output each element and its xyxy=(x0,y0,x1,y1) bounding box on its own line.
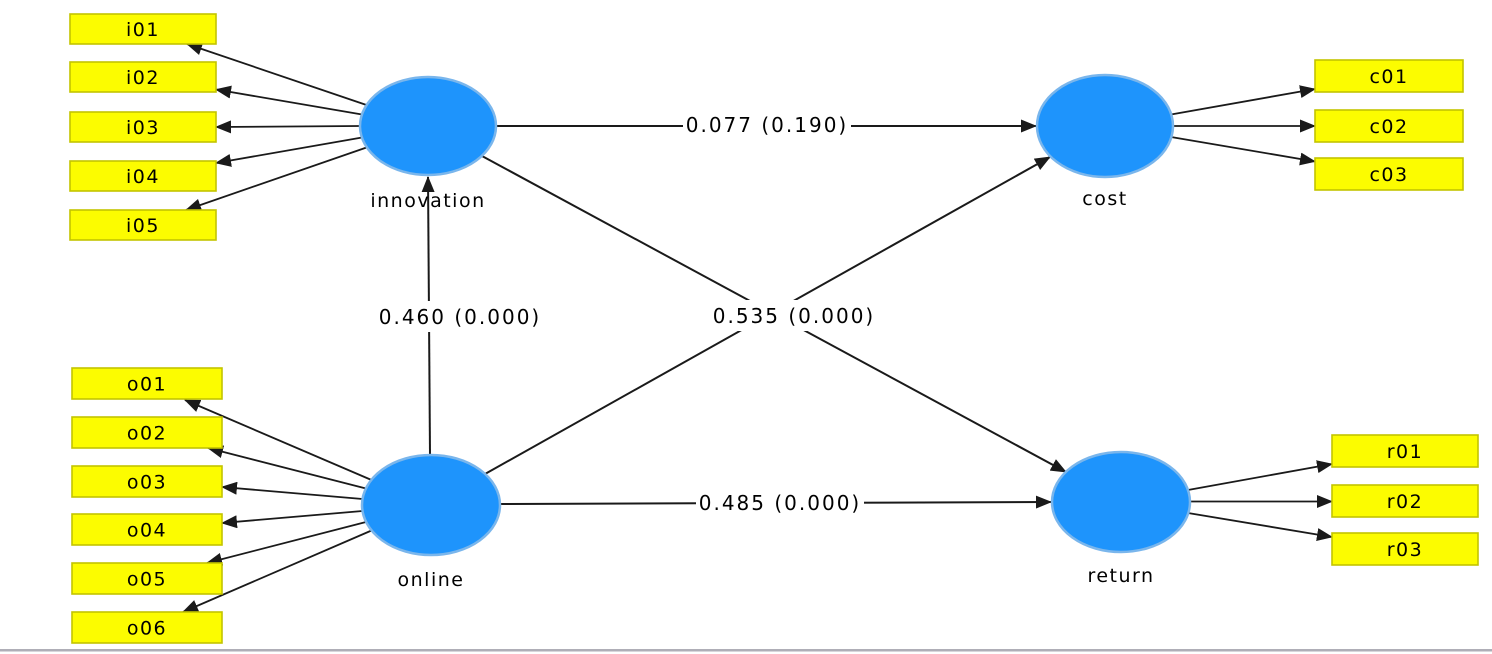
path-label-online-return[interactable]: 0.485 (0.000) xyxy=(696,489,864,517)
indicators-cost: c01 c02 c03 xyxy=(1314,59,1464,191)
indicator-i01-box[interactable] xyxy=(69,13,217,45)
path-label-diagonal-crossing-bg xyxy=(694,300,894,331)
path-coefficient-online-return[interactable]: 0.485 (0.000) xyxy=(699,491,861,515)
indicator-i03-box[interactable] xyxy=(69,111,217,143)
indicator-o03[interactable]: o03 xyxy=(71,465,223,498)
latent-cost-label: cost xyxy=(1082,188,1127,210)
path-label-innovation-cost[interactable]: 0.077 (0.190) xyxy=(683,110,851,138)
indicator-r02-label: r02 xyxy=(1387,491,1424,513)
path-label-online-return-bg xyxy=(696,489,864,517)
indicator-o03-label: o03 xyxy=(127,472,167,494)
indicator-c02-label: c02 xyxy=(1369,116,1408,138)
arrow-return-r03[interactable] xyxy=(1187,512,1333,541)
path-label-online-innovation-bg xyxy=(362,301,560,332)
indicator-r01-label: r01 xyxy=(1387,441,1424,463)
indicator-c03-label: c03 xyxy=(1369,164,1408,186)
indicators-online: o01 o02 o03 o04 o05 o06 xyxy=(71,367,223,644)
path-label-innovation-cost-bg xyxy=(683,110,851,138)
indicator-r02[interactable]: r02 xyxy=(1331,484,1479,518)
arrow-innovation-i05[interactable] xyxy=(185,146,367,212)
arrow-online-o05[interactable] xyxy=(206,521,367,566)
indicator-o05[interactable]: o05 xyxy=(71,562,223,595)
indicator-r03[interactable]: r03 xyxy=(1331,532,1479,566)
indicator-c03[interactable]: c03 xyxy=(1314,157,1464,191)
arrow-innovation-i04[interactable] xyxy=(215,136,363,167)
indicator-r02-box[interactable] xyxy=(1331,484,1479,518)
indicator-i02-label: i02 xyxy=(126,67,160,89)
latent-cost[interactable] xyxy=(1035,73,1175,179)
indicator-i04-box[interactable] xyxy=(69,160,217,192)
arrow-cost-c03[interactable] xyxy=(1170,136,1316,166)
indicator-o03-box[interactable] xyxy=(71,465,223,498)
path-label-online-innovation[interactable]: 0.460 (0.000) xyxy=(362,301,560,332)
indicator-c02[interactable]: c02 xyxy=(1314,109,1464,143)
indicator-o01[interactable]: o01 xyxy=(71,367,223,400)
arrow-return-r01[interactable] xyxy=(1187,460,1333,491)
canvas-bottom-border xyxy=(0,649,1492,652)
indicator-c03-box[interactable] xyxy=(1314,157,1464,191)
path-coefficient-online-innovation[interactable]: 0.460 (0.000) xyxy=(379,305,541,329)
arrow-innovation-i01[interactable] xyxy=(186,42,367,106)
latent-return[interactable] xyxy=(1050,450,1192,554)
indicator-o02[interactable]: o02 xyxy=(71,416,223,449)
indicator-i03-label: i03 xyxy=(126,117,160,139)
indicator-o01-label: o01 xyxy=(127,374,167,396)
indicator-o06[interactable]: o06 xyxy=(71,611,223,644)
latent-online[interactable] xyxy=(360,453,502,557)
latent-innovation[interactable] xyxy=(358,75,498,177)
arrow-online-o04[interactable] xyxy=(221,510,363,529)
indicator-o02-label: o02 xyxy=(127,423,167,445)
indicator-o02-box[interactable] xyxy=(71,416,223,449)
arrow-online-o06[interactable] xyxy=(182,529,372,613)
indicator-o06-label: o06 xyxy=(127,618,167,640)
latent-return-label: return xyxy=(1087,565,1154,587)
indicator-r03-label: r03 xyxy=(1387,539,1424,561)
indicator-i02-box[interactable] xyxy=(69,61,217,93)
indicator-o05-box[interactable] xyxy=(71,562,223,595)
indicator-i01-label: i01 xyxy=(126,19,160,41)
latent-innovation-label: innovation xyxy=(370,190,485,212)
indicator-c01-box[interactable] xyxy=(1314,59,1464,93)
path-coefficient-innovation-cost[interactable]: 0.077 (0.190) xyxy=(686,113,848,137)
measurement-arrows xyxy=(182,42,1333,613)
indicator-i05-box[interactable] xyxy=(69,209,217,241)
indicator-i04[interactable]: i04 xyxy=(69,160,217,192)
indicator-i01[interactable]: i01 xyxy=(69,13,217,45)
arrow-online-o03[interactable] xyxy=(221,481,363,500)
indicator-c01-label: c01 xyxy=(1369,66,1408,88)
arrow-online-o02[interactable] xyxy=(207,445,367,490)
arrow-innovation-i02[interactable] xyxy=(215,85,363,116)
indicator-r01[interactable]: r01 xyxy=(1331,434,1479,468)
indicator-o05-label: o05 xyxy=(127,569,167,591)
latent-online-label: online xyxy=(398,569,465,591)
indicator-c01[interactable]: c01 xyxy=(1314,59,1464,93)
indicator-r01-box[interactable] xyxy=(1331,434,1479,468)
indicator-i03[interactable]: i03 xyxy=(69,111,217,143)
path-coefficient-diagonal-crossing[interactable]: 0.535 (0.000) xyxy=(713,304,875,328)
indicators-return: r01 r02 r03 xyxy=(1331,434,1479,566)
indicator-o01-box[interactable] xyxy=(71,367,223,400)
indicator-i04-label: i04 xyxy=(126,166,160,188)
indicator-r03-box[interactable] xyxy=(1331,532,1479,566)
indicator-i05-label: i05 xyxy=(126,215,160,237)
path-label-diagonal-crossing[interactable]: 0.535 (0.000) xyxy=(694,300,894,331)
arrow-cost-c01[interactable] xyxy=(1170,85,1316,116)
indicator-o06-box[interactable] xyxy=(71,611,223,644)
indicator-o04[interactable]: o04 xyxy=(71,513,223,546)
arrow-innovation-i03[interactable] xyxy=(215,120,361,134)
indicator-o04-label: o04 xyxy=(127,520,167,542)
indicators-innovation: i01 i02 i03 i04 i05 xyxy=(69,13,217,241)
indicator-c02-box[interactable] xyxy=(1314,109,1464,143)
arrow-online-o01[interactable] xyxy=(184,399,372,481)
indicator-i05[interactable]: i05 xyxy=(69,209,217,241)
indicator-i02[interactable]: i02 xyxy=(69,61,217,93)
indicator-o04-box[interactable] xyxy=(71,513,223,546)
